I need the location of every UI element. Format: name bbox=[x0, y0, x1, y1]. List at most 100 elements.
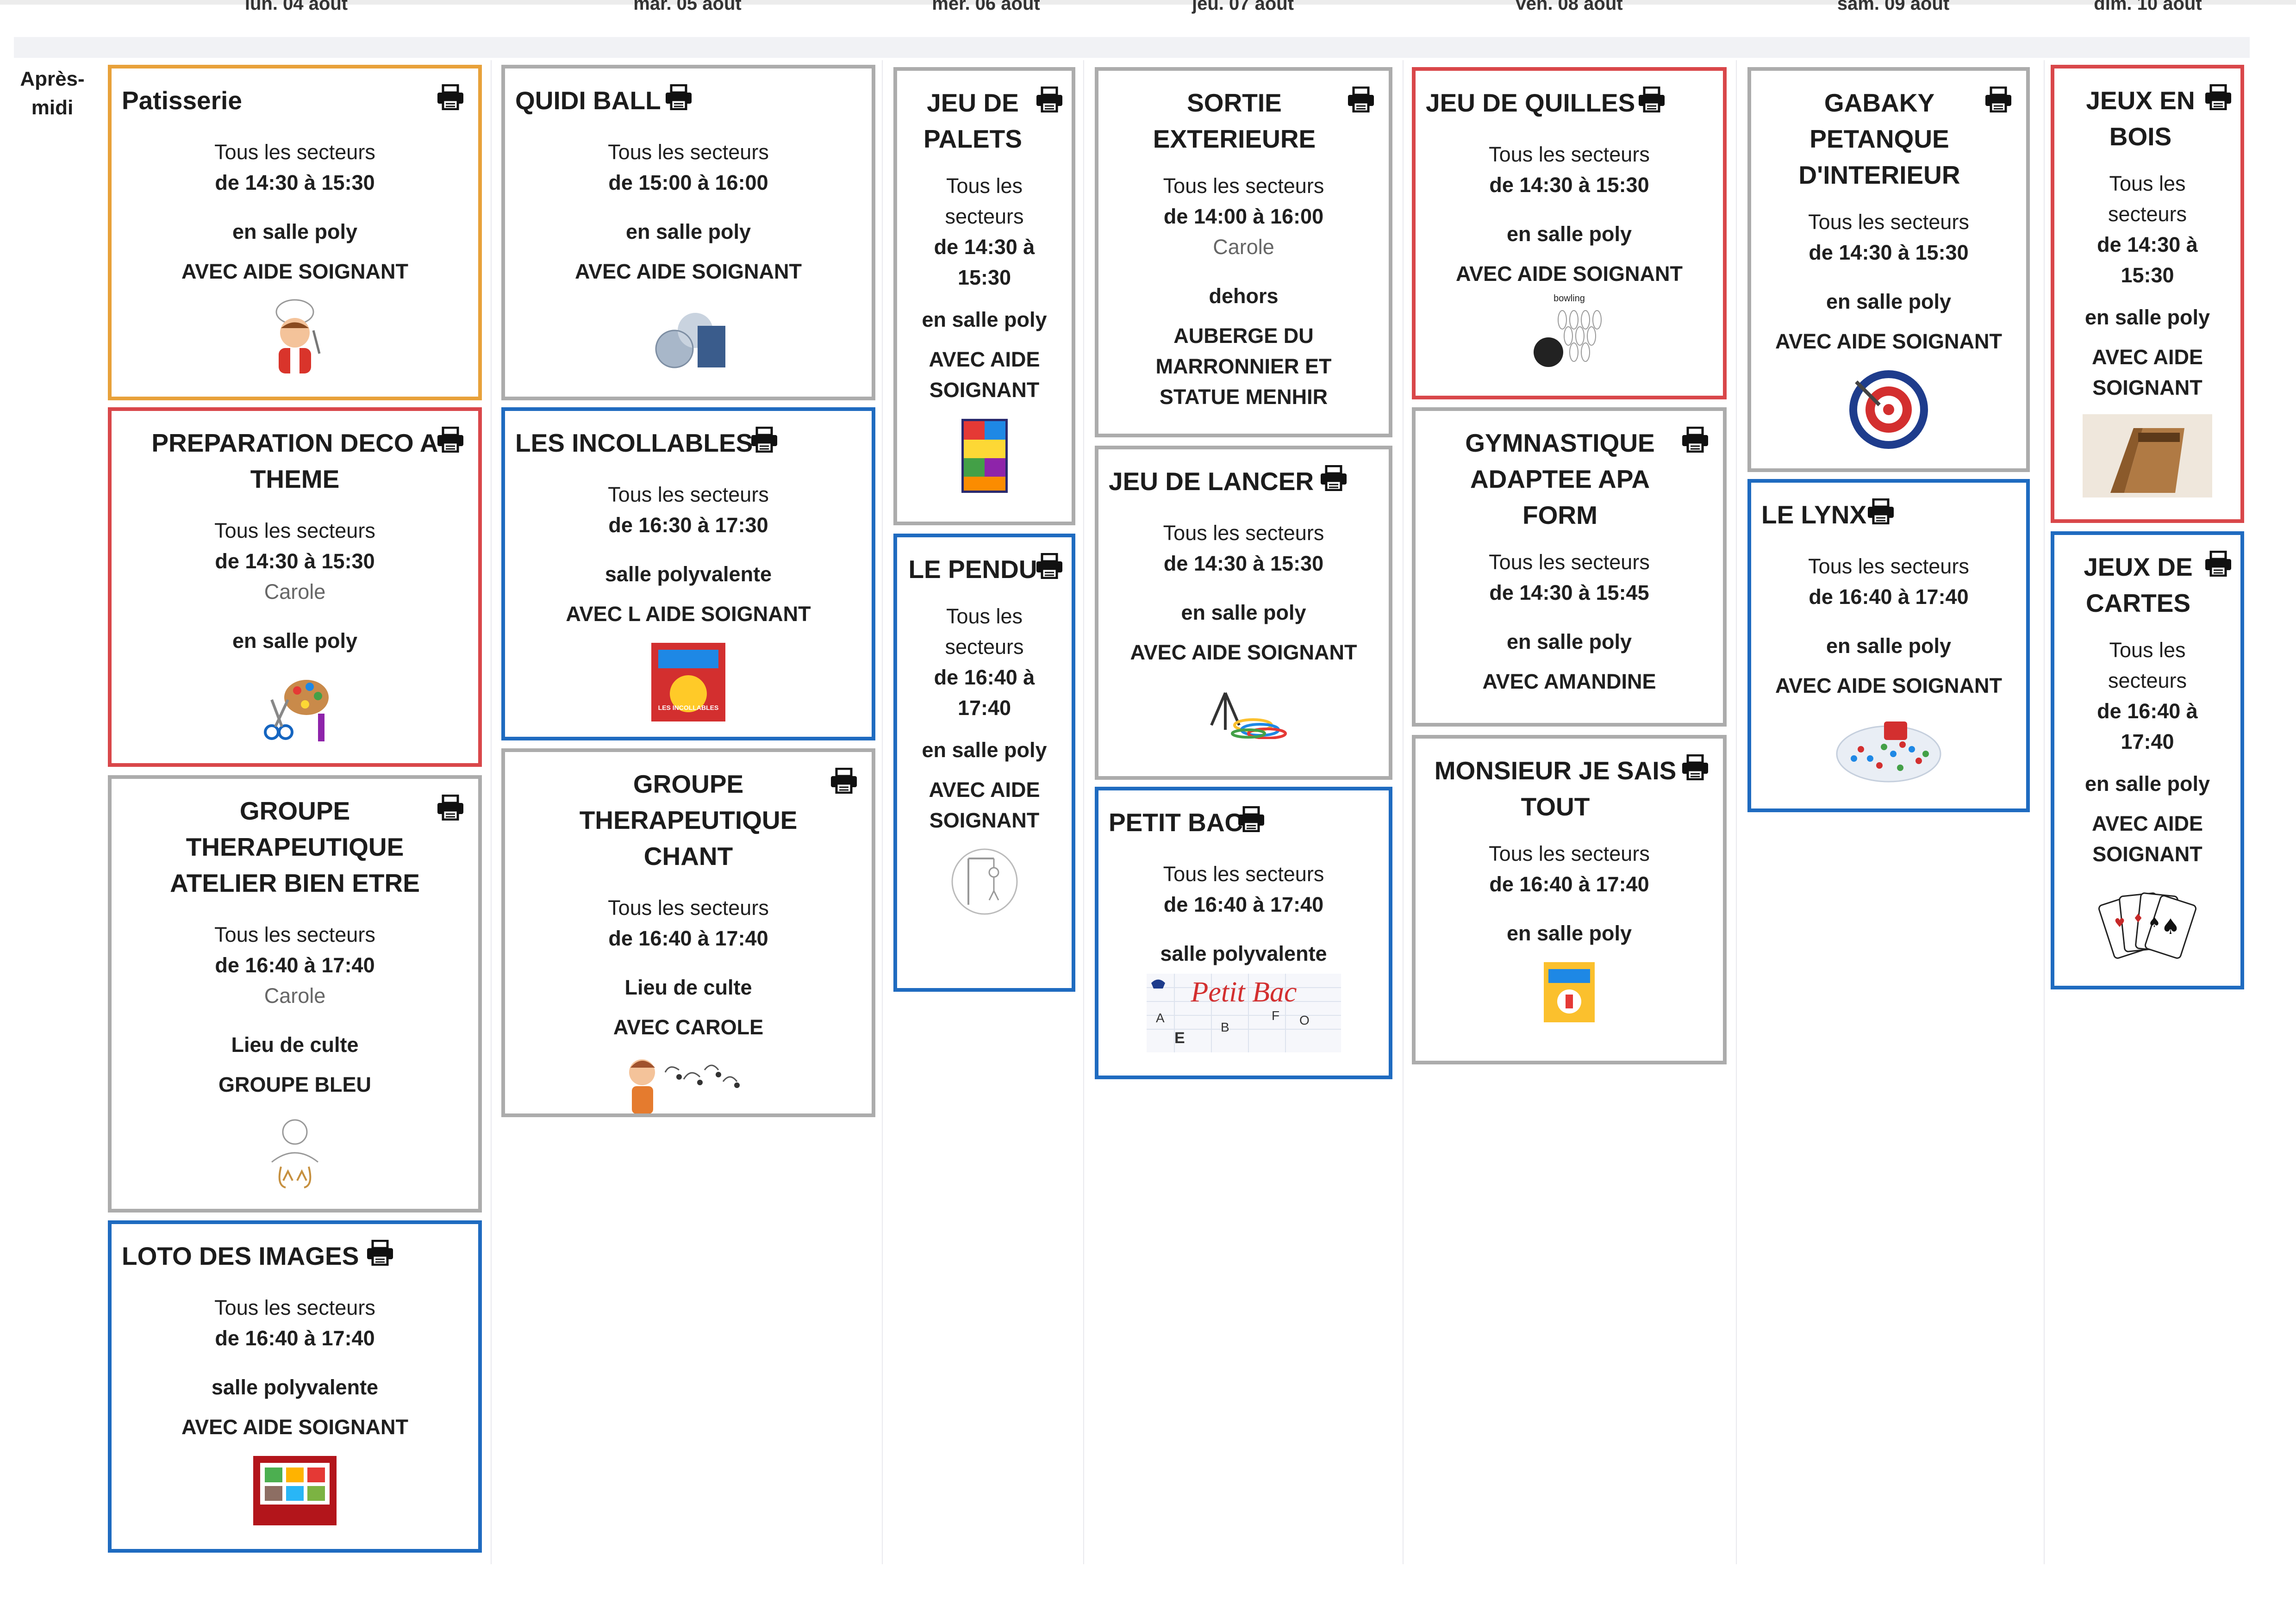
staff-text: SOIGNANT bbox=[2092, 376, 2202, 399]
printer-icon[interactable] bbox=[1984, 87, 2012, 112]
activity-card-incollables[interactable]: LES INCOLLABLES Tous les secteurs de 16:… bbox=[501, 407, 875, 740]
staff-text: SOIGNANT bbox=[929, 808, 1040, 832]
printer-icon[interactable] bbox=[366, 1240, 394, 1266]
activity-card-petit-bac[interactable]: PETIT BAC Tous les secteurs de 16:40 à 1… bbox=[1095, 787, 1392, 1079]
printer-icon[interactable] bbox=[437, 84, 464, 110]
column-separator bbox=[2044, 60, 2045, 1564]
location-text: en salle poly bbox=[232, 220, 358, 243]
activity-title: JEUX DE CARTES bbox=[2084, 553, 2193, 617]
activity-card-chant[interactable]: GROUPE THERAPEUTIQUE CHANT Tous les sect… bbox=[501, 748, 875, 1117]
staff-text: AVEC AMANDINE bbox=[1482, 670, 1656, 693]
letter: A bbox=[1156, 1011, 1165, 1025]
activity-title: PETIT BAC bbox=[1109, 808, 1243, 837]
printer-icon[interactable] bbox=[665, 84, 693, 110]
time-range: de 16:40 à 17:40 bbox=[215, 953, 375, 977]
printer-icon[interactable] bbox=[1681, 754, 1709, 780]
location-text: salle polyvalente bbox=[211, 1375, 379, 1399]
day-header-fri: ven. 08 août bbox=[1516, 0, 1623, 14]
svg-text:♠: ♠ bbox=[2161, 914, 2180, 939]
printer-icon[interactable] bbox=[1681, 427, 1709, 453]
activity-card-quidi-ball[interactable]: QUIDI BALL Tous les secteurs de 15:00 à … bbox=[501, 65, 875, 400]
sector-text: Tous les bbox=[946, 174, 1023, 198]
time-range: de 16:40 à 17:40 bbox=[608, 927, 768, 950]
time-range: de 15:00 à 16:00 bbox=[608, 171, 768, 194]
day-header-thu: jeu. 07 août bbox=[1192, 0, 1294, 14]
printer-icon[interactable] bbox=[1036, 87, 1063, 112]
svg-text:♠: ♠ bbox=[2148, 914, 2161, 931]
activity-card-pendu[interactable]: LE PENDU Tous les secteurs de 16:40 à 17… bbox=[893, 534, 1075, 992]
sector-text: Tous les secteurs bbox=[214, 519, 375, 542]
wooden-game-icon bbox=[2083, 414, 2212, 497]
day-header-mon: lun. 04 août bbox=[244, 0, 348, 14]
sector-text: Tous les secteurs bbox=[1163, 174, 1324, 198]
printer-icon[interactable] bbox=[830, 768, 858, 794]
time-range: de 14:30 à 15:30 bbox=[215, 549, 375, 573]
activity-title: JEU DE QUILLES bbox=[1426, 88, 1635, 117]
printer-icon[interactable] bbox=[1638, 87, 1666, 112]
letter: E bbox=[1174, 1029, 1185, 1047]
activity-card-monsieur-je-sais-tout[interactable]: MONSIEUR JE SAIS TOUT Tous les secteurs … bbox=[1412, 735, 1727, 1064]
printer-icon[interactable] bbox=[750, 427, 778, 453]
destination-text: MARRONNIER ET bbox=[1155, 354, 1332, 378]
activity-title: GROUPE THERAPEUTIQUE ATELIER BIEN ETRE bbox=[170, 796, 420, 897]
location-text: Lieu de culte bbox=[231, 1033, 359, 1057]
activity-title: GROUPE THERAPEUTIQUE CHANT bbox=[579, 770, 798, 871]
sector-text: Tous les secteurs bbox=[214, 1296, 375, 1319]
location-text: en salle poly bbox=[2084, 772, 2210, 796]
svg-text:♥: ♥ bbox=[2114, 916, 2125, 930]
chef-icon bbox=[275, 299, 321, 373]
activity-card-patisserie[interactable]: Patisserie Tous les secteurs de 14:30 à … bbox=[108, 65, 482, 400]
activity-card-jeux-de-cartes[interactable]: JEUX DE CARTES Tous les secteurs de 16:4… bbox=[2051, 531, 2244, 989]
sector-text: secteurs bbox=[2108, 669, 2187, 692]
time-range: de 14:30 à 15:30 bbox=[1809, 241, 1969, 264]
svg-text:♦: ♦ bbox=[2133, 912, 2143, 926]
location-text: Lieu de culte bbox=[624, 976, 752, 999]
activity-title: Patisserie bbox=[122, 86, 242, 115]
activity-card-loto[interactable]: LOTO DES IMAGES Tous les secteurs de 16:… bbox=[108, 1220, 482, 1553]
printer-icon[interactable] bbox=[437, 427, 464, 453]
sector-text: secteurs bbox=[945, 205, 1024, 228]
printer-icon[interactable] bbox=[1320, 465, 1348, 491]
activity-card-lynx[interactable]: LE LYNX Tous les secteurs de 16:40 à 17:… bbox=[1747, 479, 2030, 812]
activity-card-gym[interactable]: GYMNASTIQUE ADAPTEE APA FORM Tous les se… bbox=[1412, 407, 1727, 727]
printer-icon[interactable] bbox=[2204, 84, 2232, 110]
location-text: en salle poly bbox=[1826, 634, 1952, 658]
printer-icon[interactable] bbox=[1867, 498, 1895, 524]
activity-card-sortie[interactable]: SORTIE EXTERIEURE Tous les secteurs de 1… bbox=[1095, 67, 1392, 437]
activity-title: JEU DE LANCER bbox=[1109, 467, 1314, 496]
activity-card-jeux-en-bois[interactable]: JEUX EN BOIS Tous les secteurs de 14:30 … bbox=[2051, 65, 2244, 523]
activity-card-bien-etre[interactable]: GROUPE THERAPEUTIQUE ATELIER BIEN ETRE T… bbox=[108, 775, 482, 1213]
printer-icon[interactable] bbox=[2204, 551, 2232, 577]
sector-text: Tous les bbox=[2109, 172, 2186, 195]
day-header-tue: mar. 05 août bbox=[633, 0, 742, 14]
staff-text: AVEC AIDE SOIGNANT bbox=[1775, 674, 2003, 697]
printer-icon[interactable] bbox=[437, 795, 464, 821]
activity-card-gabaky[interactable]: GABAKY PETANQUE D'INTERIEUR Tous les sec… bbox=[1747, 67, 2030, 472]
activity-card-lancer[interactable]: JEU DE LANCER Tous les secteurs de 14:30… bbox=[1095, 446, 1392, 780]
printer-icon[interactable] bbox=[1347, 87, 1375, 112]
activity-title: GYMNASTIQUE ADAPTEE APA FORM bbox=[1465, 429, 1655, 529]
printer-icon[interactable] bbox=[1237, 806, 1265, 832]
activity-card-palets[interactable]: JEU DE PALETS Tous les secteurs de 14:30… bbox=[893, 67, 1075, 525]
staff-text: AVEC AIDE SOIGNANT bbox=[181, 1415, 409, 1439]
activity-card-quilles[interactable]: JEU DE QUILLES Tous les secteurs de 14:3… bbox=[1412, 67, 1727, 399]
time-range: de 14:30 à bbox=[934, 235, 1035, 259]
animator-text: Carole bbox=[264, 580, 326, 603]
sector-text: Tous les secteurs bbox=[608, 896, 769, 920]
petit-bac-icon: Petit Bac A B F O E bbox=[1146, 974, 1341, 1052]
header-band bbox=[14, 37, 2250, 58]
activity-card-deco[interactable]: PREPARATION DECO A THEME Tous les secteu… bbox=[108, 407, 482, 767]
sector-text: Tous les secteurs bbox=[1808, 210, 1969, 234]
lynx-board-icon bbox=[1836, 721, 1941, 783]
column-separator bbox=[1403, 60, 1404, 1564]
activity-title: QUIDI BALL bbox=[515, 86, 661, 115]
time-range: 17:40 bbox=[957, 696, 1011, 720]
column-separator bbox=[1736, 60, 1737, 1564]
time-range: de 14:00 à 16:00 bbox=[1163, 205, 1324, 228]
palets-board-icon bbox=[961, 419, 1008, 493]
printer-icon[interactable] bbox=[1036, 553, 1063, 579]
staff-text: AVEC AIDE SOIGNANT bbox=[1130, 640, 1357, 664]
activity-title: SORTIE EXTERIEURE bbox=[1153, 88, 1316, 153]
staff-text: AVEC L AIDE SOIGNANT bbox=[566, 602, 811, 626]
activity-title: MONSIEUR JE SAIS TOUT bbox=[1434, 756, 1677, 821]
